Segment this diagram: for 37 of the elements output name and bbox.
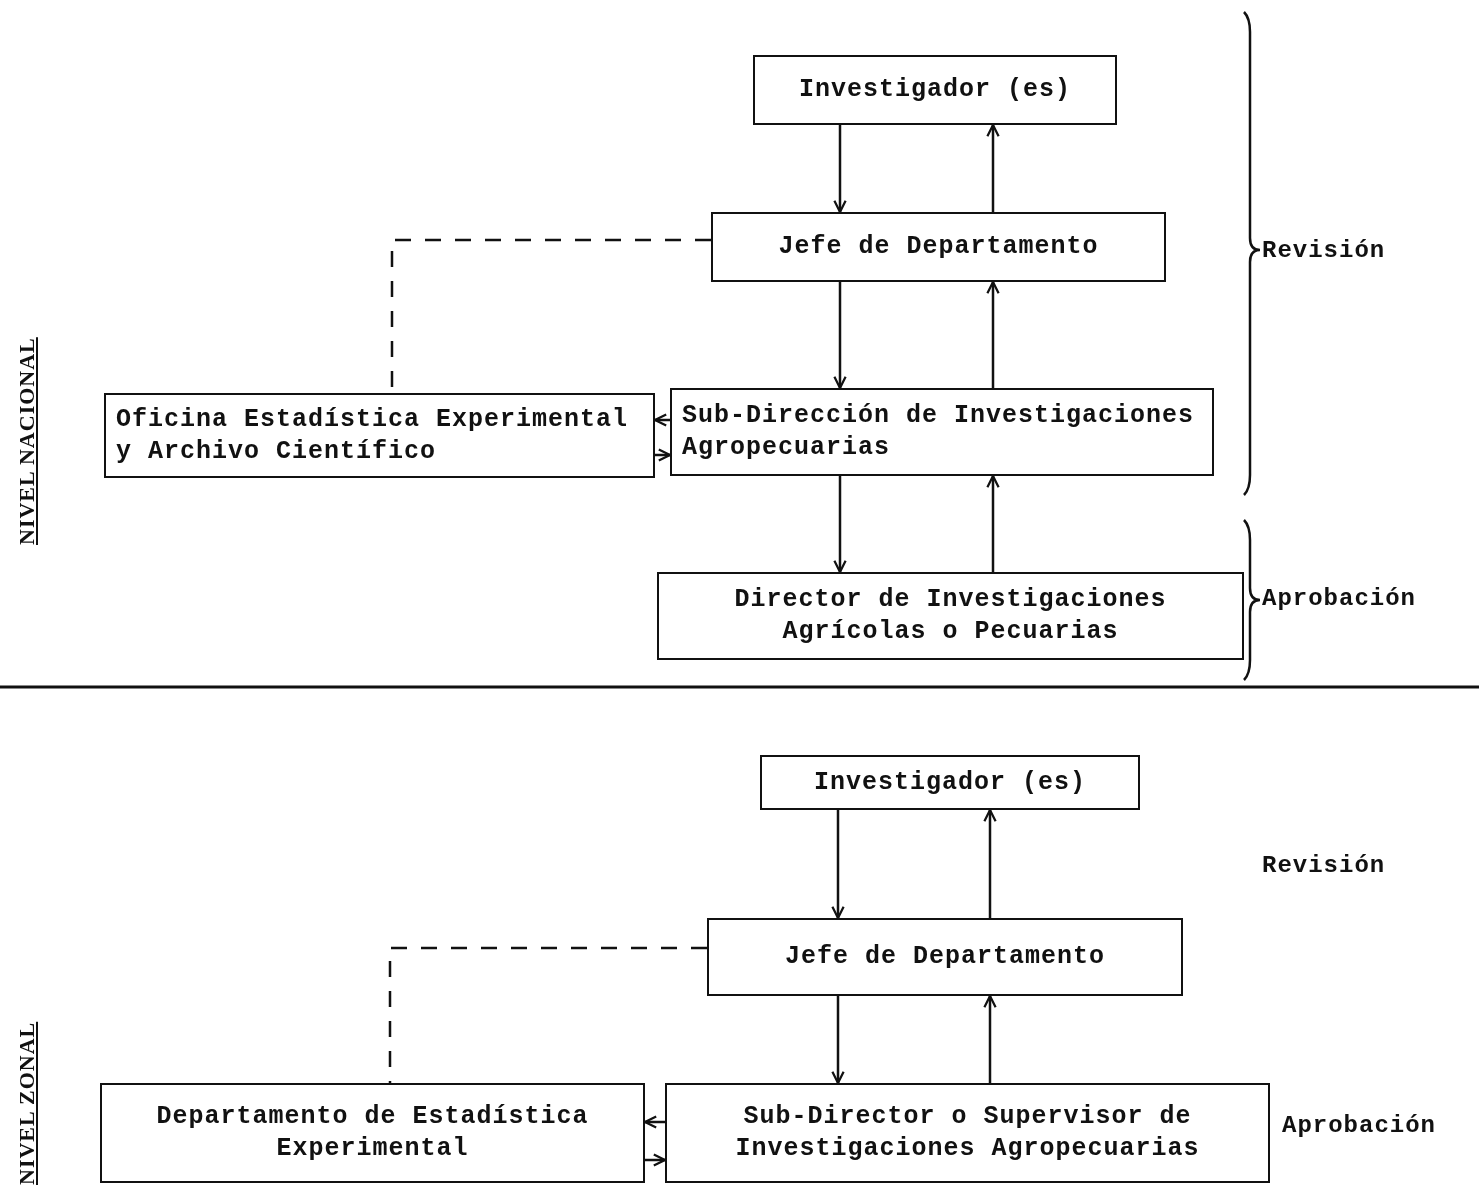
- arrow: [833, 476, 847, 574]
- level-label: NIVEL ZONAL: [14, 1021, 40, 1185]
- arrow: [986, 123, 1000, 212]
- box-label: Oficina Estadística Experimental y Archivo Científico: [115, 403, 630, 468]
- process-box: [753, 55, 1117, 125]
- box-label: Jefe de Departamento: [777, 231, 1100, 263]
- arrow: [983, 808, 997, 918]
- box-label: Jefe de Departamento: [783, 941, 1107, 973]
- arrow: [833, 282, 847, 390]
- arrow: [655, 448, 672, 462]
- process-box: [657, 572, 1244, 660]
- process-box: [760, 755, 1140, 810]
- arrow: [831, 996, 845, 1085]
- box-label: Sub-Dirección de Investigaciones Agropecuarias: [681, 400, 1196, 464]
- arrow: [986, 474, 1000, 572]
- process-box: [665, 1083, 1270, 1183]
- phase-label: Revisión: [1262, 852, 1386, 879]
- level-label: NIVEL NACIONAL: [14, 337, 40, 545]
- box-label: Investigador (es): [812, 766, 1087, 799]
- phase-label: Aprobación: [1262, 585, 1417, 612]
- process-box: [100, 1083, 645, 1183]
- process-box: [711, 212, 1166, 282]
- arrow: [986, 280, 1000, 388]
- process-box: [707, 918, 1183, 996]
- box-label: Sub-Director o Supervisor de Investigaciones Agropecuarias: [734, 1101, 1201, 1165]
- process-box: [104, 393, 655, 478]
- phase-label: Aprobación: [1282, 1112, 1437, 1139]
- process-box: [670, 388, 1214, 476]
- box-label: Investigador (es): [797, 74, 1072, 106]
- arrow: [983, 994, 997, 1083]
- box-label: Director de Investigaciones Agrícolas o Pecuarias: [733, 584, 1168, 648]
- arrow: [833, 125, 847, 214]
- arrow: [645, 1153, 667, 1167]
- dashed-connector: [388, 946, 707, 1083]
- arrow: [831, 810, 845, 920]
- box-label: Departamento de Estadística Experimental: [155, 1101, 590, 1165]
- phase-label: Revisión: [1262, 237, 1386, 264]
